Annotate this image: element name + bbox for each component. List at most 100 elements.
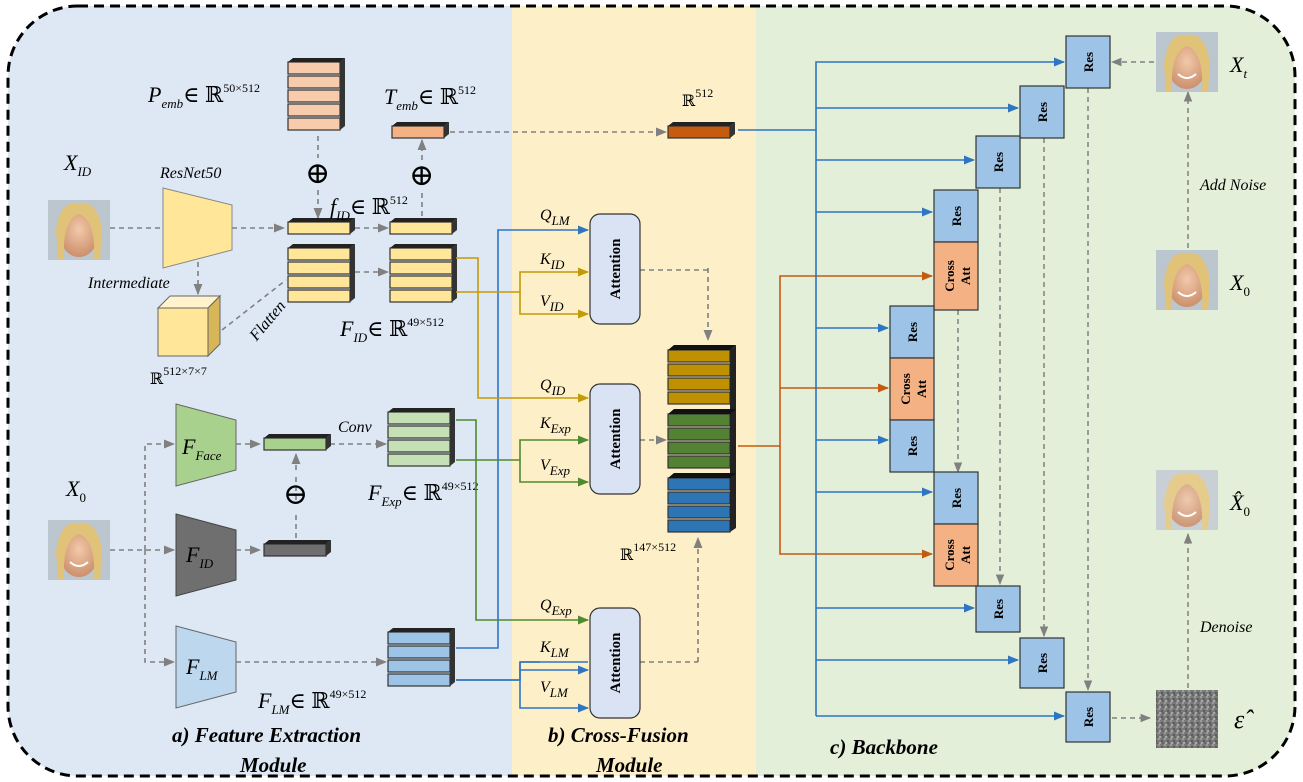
svg-text:Attention: Attention bbox=[608, 632, 624, 693]
section-title-b-line2: Module bbox=[595, 753, 663, 777]
f-id-vector-b bbox=[389, 218, 457, 235]
f-exp-stack bbox=[387, 408, 455, 467]
face-image-xt bbox=[1156, 32, 1218, 92]
label-f-exp: FExp∈ ℝ49×512 bbox=[367, 479, 479, 509]
id-feature-bar bbox=[263, 540, 331, 557]
svg-text:Res: Res bbox=[1035, 102, 1050, 122]
svg-text:Res: Res bbox=[949, 206, 964, 226]
f-lm-stack bbox=[387, 628, 455, 687]
plus-temb: ⊕ bbox=[409, 159, 434, 192]
svg-text:Att: Att bbox=[958, 545, 973, 564]
attention-connections bbox=[456, 225, 590, 713]
resnet50-encoder bbox=[162, 187, 233, 269]
label-f-lm-mat: FLM∈ ℝ49×512 bbox=[257, 687, 366, 717]
section-title-a: a) Feature Extraction bbox=[172, 723, 361, 747]
label-xt: Xt bbox=[1229, 52, 1247, 81]
label-f-face: FFace bbox=[181, 434, 222, 463]
feature-arrows bbox=[110, 127, 713, 663]
face-image-x0hat bbox=[1156, 470, 1218, 530]
res-block-down4: Res bbox=[933, 189, 979, 243]
res-block-down3: Res bbox=[975, 135, 1021, 189]
label-att3-v: VLM bbox=[540, 679, 569, 700]
svg-text:Cross: Cross bbox=[942, 260, 957, 292]
svg-text:Res: Res bbox=[991, 152, 1006, 172]
svg-text:Res: Res bbox=[1081, 52, 1096, 72]
label-x0hat: X̂0 bbox=[1229, 490, 1250, 519]
label-att3-k: KLM bbox=[539, 639, 570, 660]
label-f-id-mat: FID∈ ℝ49×512 bbox=[339, 315, 444, 345]
minus-symbol: ⊖ bbox=[283, 478, 308, 511]
svg-text:Res: Res bbox=[905, 322, 920, 342]
label-p-emb: Pemb∈ ℝ50×512 bbox=[147, 81, 260, 111]
label-cube-dim: ℝ512×7×7 bbox=[150, 364, 207, 388]
noise-image bbox=[1156, 690, 1218, 748]
label-f-id-enc: FID bbox=[185, 542, 214, 571]
svg-text:Attention: Attention bbox=[608, 408, 624, 469]
label-att1-v: VID bbox=[540, 293, 564, 314]
label-xid: XID bbox=[63, 150, 92, 179]
landmark-encoder bbox=[175, 625, 237, 709]
feature-cube bbox=[156, 294, 222, 358]
label-r512: ℝ512 bbox=[682, 86, 713, 110]
svg-text:Res: Res bbox=[1081, 707, 1096, 727]
attention-block-3: Attention bbox=[589, 607, 641, 719]
svg-text:Res: Res bbox=[991, 599, 1006, 619]
svg-text:Att: Att bbox=[914, 379, 929, 398]
svg-text:Res: Res bbox=[949, 488, 964, 508]
label-resnet50: ResNet50 bbox=[159, 165, 221, 182]
label-x0-left: X0 bbox=[65, 476, 86, 505]
svg-text:Cross: Cross bbox=[898, 373, 913, 405]
skip-connections bbox=[953, 57, 1193, 723]
svg-text:Att: Att bbox=[958, 266, 973, 285]
f-id-matrix-a bbox=[287, 244, 355, 303]
cross-att-feeds bbox=[738, 271, 934, 559]
attention-block-1: Attention bbox=[589, 213, 641, 325]
label-f-lm: FLM bbox=[185, 654, 219, 683]
id-encoder bbox=[175, 513, 237, 597]
label-t-emb: Temb∈ ℝ512 bbox=[384, 83, 476, 113]
face-feature-bar bbox=[263, 434, 331, 451]
section-title-b: b) Cross-Fusion bbox=[548, 723, 689, 747]
section-title-a-line2: Module bbox=[239, 753, 307, 777]
face-image-x0-right bbox=[1156, 250, 1218, 310]
plus-pemb: ⊕ bbox=[305, 157, 330, 190]
res-block-up1: Res bbox=[933, 471, 979, 525]
label-r147: ℝ147×512 bbox=[620, 540, 676, 564]
time-embedding-feeds bbox=[738, 57, 1066, 721]
res-block-mid1: Res bbox=[889, 305, 935, 359]
res-block-up4: Res bbox=[1065, 691, 1111, 743]
face-image-x0-left bbox=[48, 520, 110, 580]
face-encoder bbox=[175, 403, 237, 487]
label-conv: Conv bbox=[338, 419, 373, 436]
label-att1-q: QLM bbox=[540, 207, 571, 228]
face-image-xid bbox=[48, 200, 110, 260]
svg-text:Cross: Cross bbox=[942, 539, 957, 571]
res-block-mid2: Res bbox=[889, 419, 935, 473]
label-denoise: Denoise bbox=[1199, 619, 1252, 636]
label-f-id-vec: fID∈ ℝ512 bbox=[330, 193, 408, 223]
f-id-matrix-b bbox=[389, 244, 457, 303]
res-block-down2: Res bbox=[1019, 85, 1065, 139]
section-title-c: c) Backbone bbox=[830, 735, 938, 759]
svg-text:Attention: Attention bbox=[608, 238, 624, 299]
label-att1-k: KID bbox=[539, 251, 565, 272]
label-x0-right: X0 bbox=[1229, 270, 1250, 299]
label-att3-q: QExp bbox=[540, 597, 572, 618]
outer-dashed-frame bbox=[6, 4, 1297, 778]
t-emb-vector bbox=[391, 122, 449, 139]
encoder-arrows bbox=[110, 439, 388, 667]
label-add-noise: Add Noise bbox=[1199, 177, 1266, 194]
time-embedding-bar bbox=[667, 122, 735, 139]
fused-feature-stack bbox=[667, 345, 736, 533]
f-id-vector-a bbox=[287, 218, 355, 235]
svg-text:Res: Res bbox=[905, 436, 920, 456]
label-att2-v: VExp bbox=[540, 457, 570, 478]
attention-block-2: Attention bbox=[589, 383, 641, 495]
svg-text:Res: Res bbox=[1035, 653, 1050, 673]
